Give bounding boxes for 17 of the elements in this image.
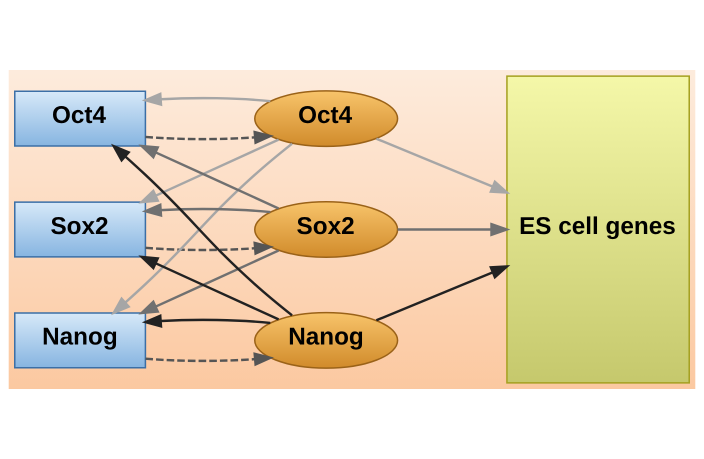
arrow [145, 352, 274, 366]
arrow [145, 241, 274, 256]
arrow [145, 130, 274, 144]
node-box: Oct4 [14, 90, 146, 147]
arrow [142, 203, 270, 218]
arrow [138, 144, 280, 210]
arrow [398, 222, 510, 237]
node-box: ES cell genes [506, 75, 690, 384]
node-box: Nanog [14, 312, 146, 368]
arrow [376, 265, 510, 322]
arrow [138, 255, 280, 320]
arrow [376, 138, 510, 194]
arrow [138, 249, 280, 315]
arrow [142, 92, 270, 106]
arrow [142, 314, 270, 328]
node-box: Sox2 [14, 201, 146, 258]
arrow [138, 138, 280, 204]
